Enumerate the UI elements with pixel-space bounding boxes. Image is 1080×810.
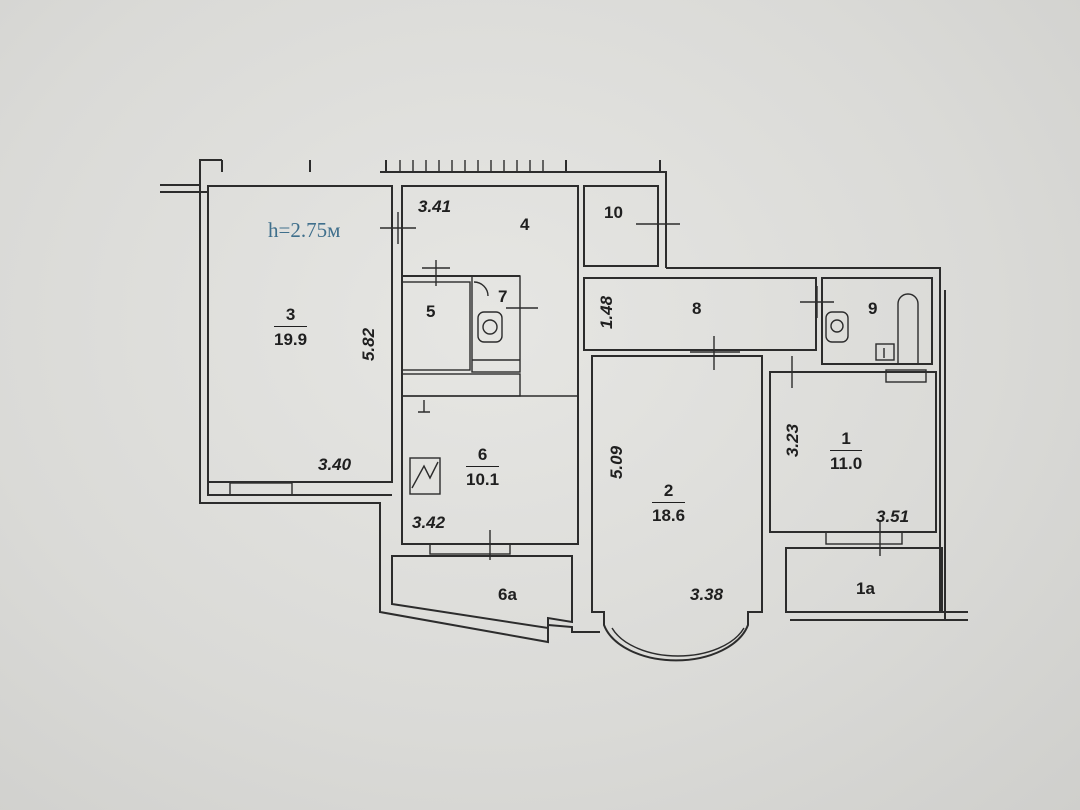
- room-2-label: 2 18.6: [652, 482, 686, 525]
- room-3-area: 19.9: [274, 330, 308, 349]
- room-1-window: [825, 531, 903, 545]
- room-10-outline: [583, 185, 659, 267]
- room-7-number: 7: [498, 287, 508, 306]
- dim-room8-width: 1.48: [597, 295, 617, 330]
- room-9-number: 9: [868, 299, 878, 318]
- room-6-number: 6: [466, 446, 500, 467]
- balcony-railing: [399, 160, 544, 172]
- room-1-area: 11.0: [830, 454, 863, 473]
- room-4-6-outline: [401, 185, 579, 545]
- room-5-number: 5: [426, 302, 436, 321]
- room-9-outline: [821, 277, 933, 365]
- room-3-label: 3 19.9: [274, 306, 308, 349]
- stove: [409, 457, 441, 495]
- dim-room2-width: 3.38: [690, 585, 724, 604]
- room-6-label: 6 10.1: [466, 446, 500, 489]
- toilet-7: [477, 311, 503, 343]
- room-6-area: 10.1: [466, 470, 500, 489]
- room-1a-number: 1а: [856, 579, 875, 598]
- toilet-9: [825, 311, 849, 343]
- room-8-number: 8: [692, 299, 702, 318]
- room-6a-number: 6а: [498, 585, 517, 604]
- dim-room3-width: 3.40: [318, 455, 352, 474]
- room-3-window: [229, 482, 293, 496]
- bay-window: [611, 627, 745, 657]
- room-8-outline: [583, 277, 817, 351]
- balcony-1a-outline: [785, 547, 943, 613]
- dim-room1-width: 3.51: [876, 507, 910, 526]
- room-1-number: 1: [830, 430, 863, 451]
- room-2-outline: [591, 355, 763, 662]
- room-3-outline: [207, 185, 393, 483]
- dim-room2-length: 5.09: [607, 445, 627, 480]
- dim-room1-length: 3.23: [783, 423, 803, 458]
- partition: [401, 373, 521, 397]
- room-1-label: 1 11.0: [830, 430, 863, 473]
- room-10-number: 10: [604, 203, 623, 222]
- dim-room3-length: 5.82: [359, 327, 379, 362]
- room-6-window: [429, 543, 511, 555]
- room-2-number: 2: [652, 482, 686, 503]
- loggia-6a-outline: [391, 555, 573, 630]
- room-2-area: 18.6: [652, 506, 686, 525]
- ceiling-height: h=2.75м: [268, 218, 341, 242]
- bathtub: [897, 293, 919, 364]
- dim-room6-width: 3.42: [412, 513, 446, 532]
- dim-room4-width: 3.41: [418, 197, 452, 216]
- room-3-number: 3: [274, 306, 308, 327]
- room-7-outline: [471, 275, 521, 373]
- room-4-number: 4: [520, 215, 530, 234]
- room-5-outline: [401, 281, 471, 371]
